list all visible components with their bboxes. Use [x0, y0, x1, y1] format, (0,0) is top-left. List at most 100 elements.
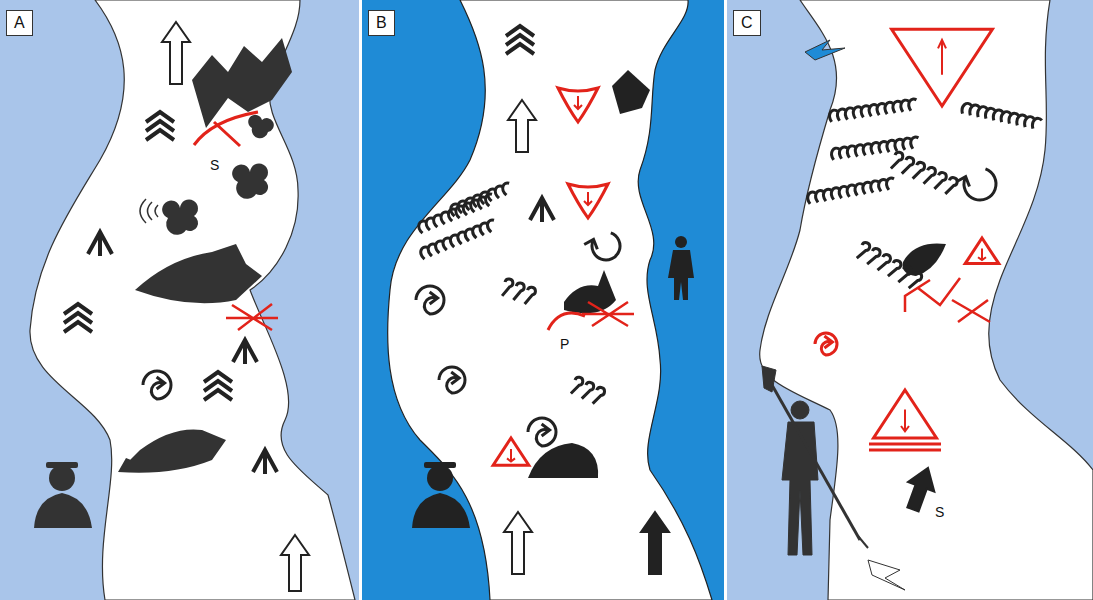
eddy-spiral — [143, 371, 171, 399]
red-cross — [226, 304, 278, 330]
wave-train — [419, 219, 498, 260]
hazard-letter: S — [208, 157, 221, 173]
triangle-outline — [493, 438, 529, 465]
spiral-head — [157, 377, 165, 389]
bank-mark — [805, 40, 845, 60]
triangle-outline — [874, 390, 937, 438]
chevron-stroke — [204, 372, 232, 400]
wave-lines — [140, 199, 158, 223]
arrow-shape — [504, 512, 532, 574]
standing-figure — [668, 236, 694, 300]
arrow-shape — [641, 512, 669, 574]
panel-letter: A — [6, 10, 33, 36]
hook-stroke — [959, 163, 1000, 204]
paddler-figure — [762, 366, 868, 555]
wave-train — [807, 178, 896, 204]
tongue-stroke — [530, 198, 554, 222]
chevron-stroke — [146, 112, 174, 140]
current-arrow — [900, 463, 941, 514]
chevron-marks — [146, 112, 174, 140]
wave-train — [449, 182, 513, 217]
river-channel-c — [760, 0, 1093, 600]
spiral-head — [430, 292, 438, 304]
chevron-marks — [64, 304, 92, 332]
wave-stroke — [829, 99, 918, 122]
wave-stroke — [417, 193, 496, 234]
panel-letter: C — [733, 10, 761, 36]
rock — [528, 443, 598, 478]
cone-outline — [558, 88, 598, 122]
rock — [118, 429, 226, 472]
bank-water-a — [0, 0, 359, 600]
tongue-mark — [233, 340, 257, 364]
boil-marks — [500, 278, 536, 306]
spiral-stroke — [815, 333, 837, 355]
triangle-outline — [892, 29, 993, 106]
rock — [232, 164, 268, 199]
current-arrow — [504, 512, 532, 574]
spiral-stroke — [143, 371, 171, 399]
spiral-head — [542, 424, 550, 436]
wave-stroke — [419, 219, 498, 260]
wave-train — [829, 99, 918, 122]
bank-water-c — [727, 0, 1093, 600]
red-marking — [905, 280, 930, 312]
hook-stroke — [588, 228, 624, 264]
rock — [135, 244, 262, 303]
chevron-stroke — [64, 304, 92, 332]
tongue-mark — [88, 232, 112, 256]
arrow-shape — [281, 535, 309, 591]
red-cross — [582, 302, 634, 326]
eddy-hook — [581, 226, 623, 264]
current-arrow — [508, 100, 536, 152]
chevron-stroke — [506, 26, 534, 54]
spiral-head — [824, 336, 832, 348]
rock — [162, 200, 198, 235]
observer-figure — [412, 462, 470, 528]
cone-outline — [568, 184, 608, 218]
current-arrow — [641, 512, 669, 574]
red-marking — [548, 313, 585, 330]
hazard-letter: P — [558, 336, 571, 352]
red-cross — [918, 278, 990, 322]
cone-arrow — [584, 192, 592, 205]
boil-stroke — [569, 376, 606, 406]
arrow-shape — [162, 22, 190, 84]
spiral-stroke — [528, 418, 556, 446]
triangle-arrow — [901, 410, 909, 432]
boil-stroke — [889, 151, 958, 196]
tongue-mark — [530, 198, 554, 222]
eddy-spiral — [528, 418, 556, 446]
eddy-spiral — [416, 286, 444, 314]
bank-mark — [868, 560, 905, 590]
boil-stroke — [500, 278, 536, 306]
spiral-head — [451, 372, 459, 384]
eddy-spiral — [439, 367, 465, 393]
tongue-stroke — [233, 340, 257, 364]
spiral-stroke — [416, 286, 444, 314]
red-marking — [194, 112, 258, 146]
current-arrow — [162, 22, 190, 84]
hook-head — [584, 237, 600, 249]
wave-stroke — [831, 137, 920, 160]
cone-arrow — [574, 96, 582, 109]
bank-water-b — [362, 0, 724, 600]
chevron-marks — [204, 372, 232, 400]
river-channel-b — [388, 0, 712, 600]
wave-train — [831, 137, 920, 160]
panel-letter: B — [368, 10, 395, 36]
wave-train — [417, 193, 496, 234]
hook-head — [956, 174, 972, 186]
triangle-arrow — [978, 248, 986, 260]
danger-triangle — [892, 29, 993, 106]
wave-stroke — [961, 102, 1042, 130]
eddy-hook — [953, 161, 1001, 204]
hazard-letter: S — [933, 504, 946, 520]
wave-stroke — [807, 178, 896, 204]
hole-cone — [568, 184, 608, 218]
rock — [903, 243, 946, 276]
arrow-shape — [900, 463, 941, 514]
hole-cone — [558, 88, 598, 122]
